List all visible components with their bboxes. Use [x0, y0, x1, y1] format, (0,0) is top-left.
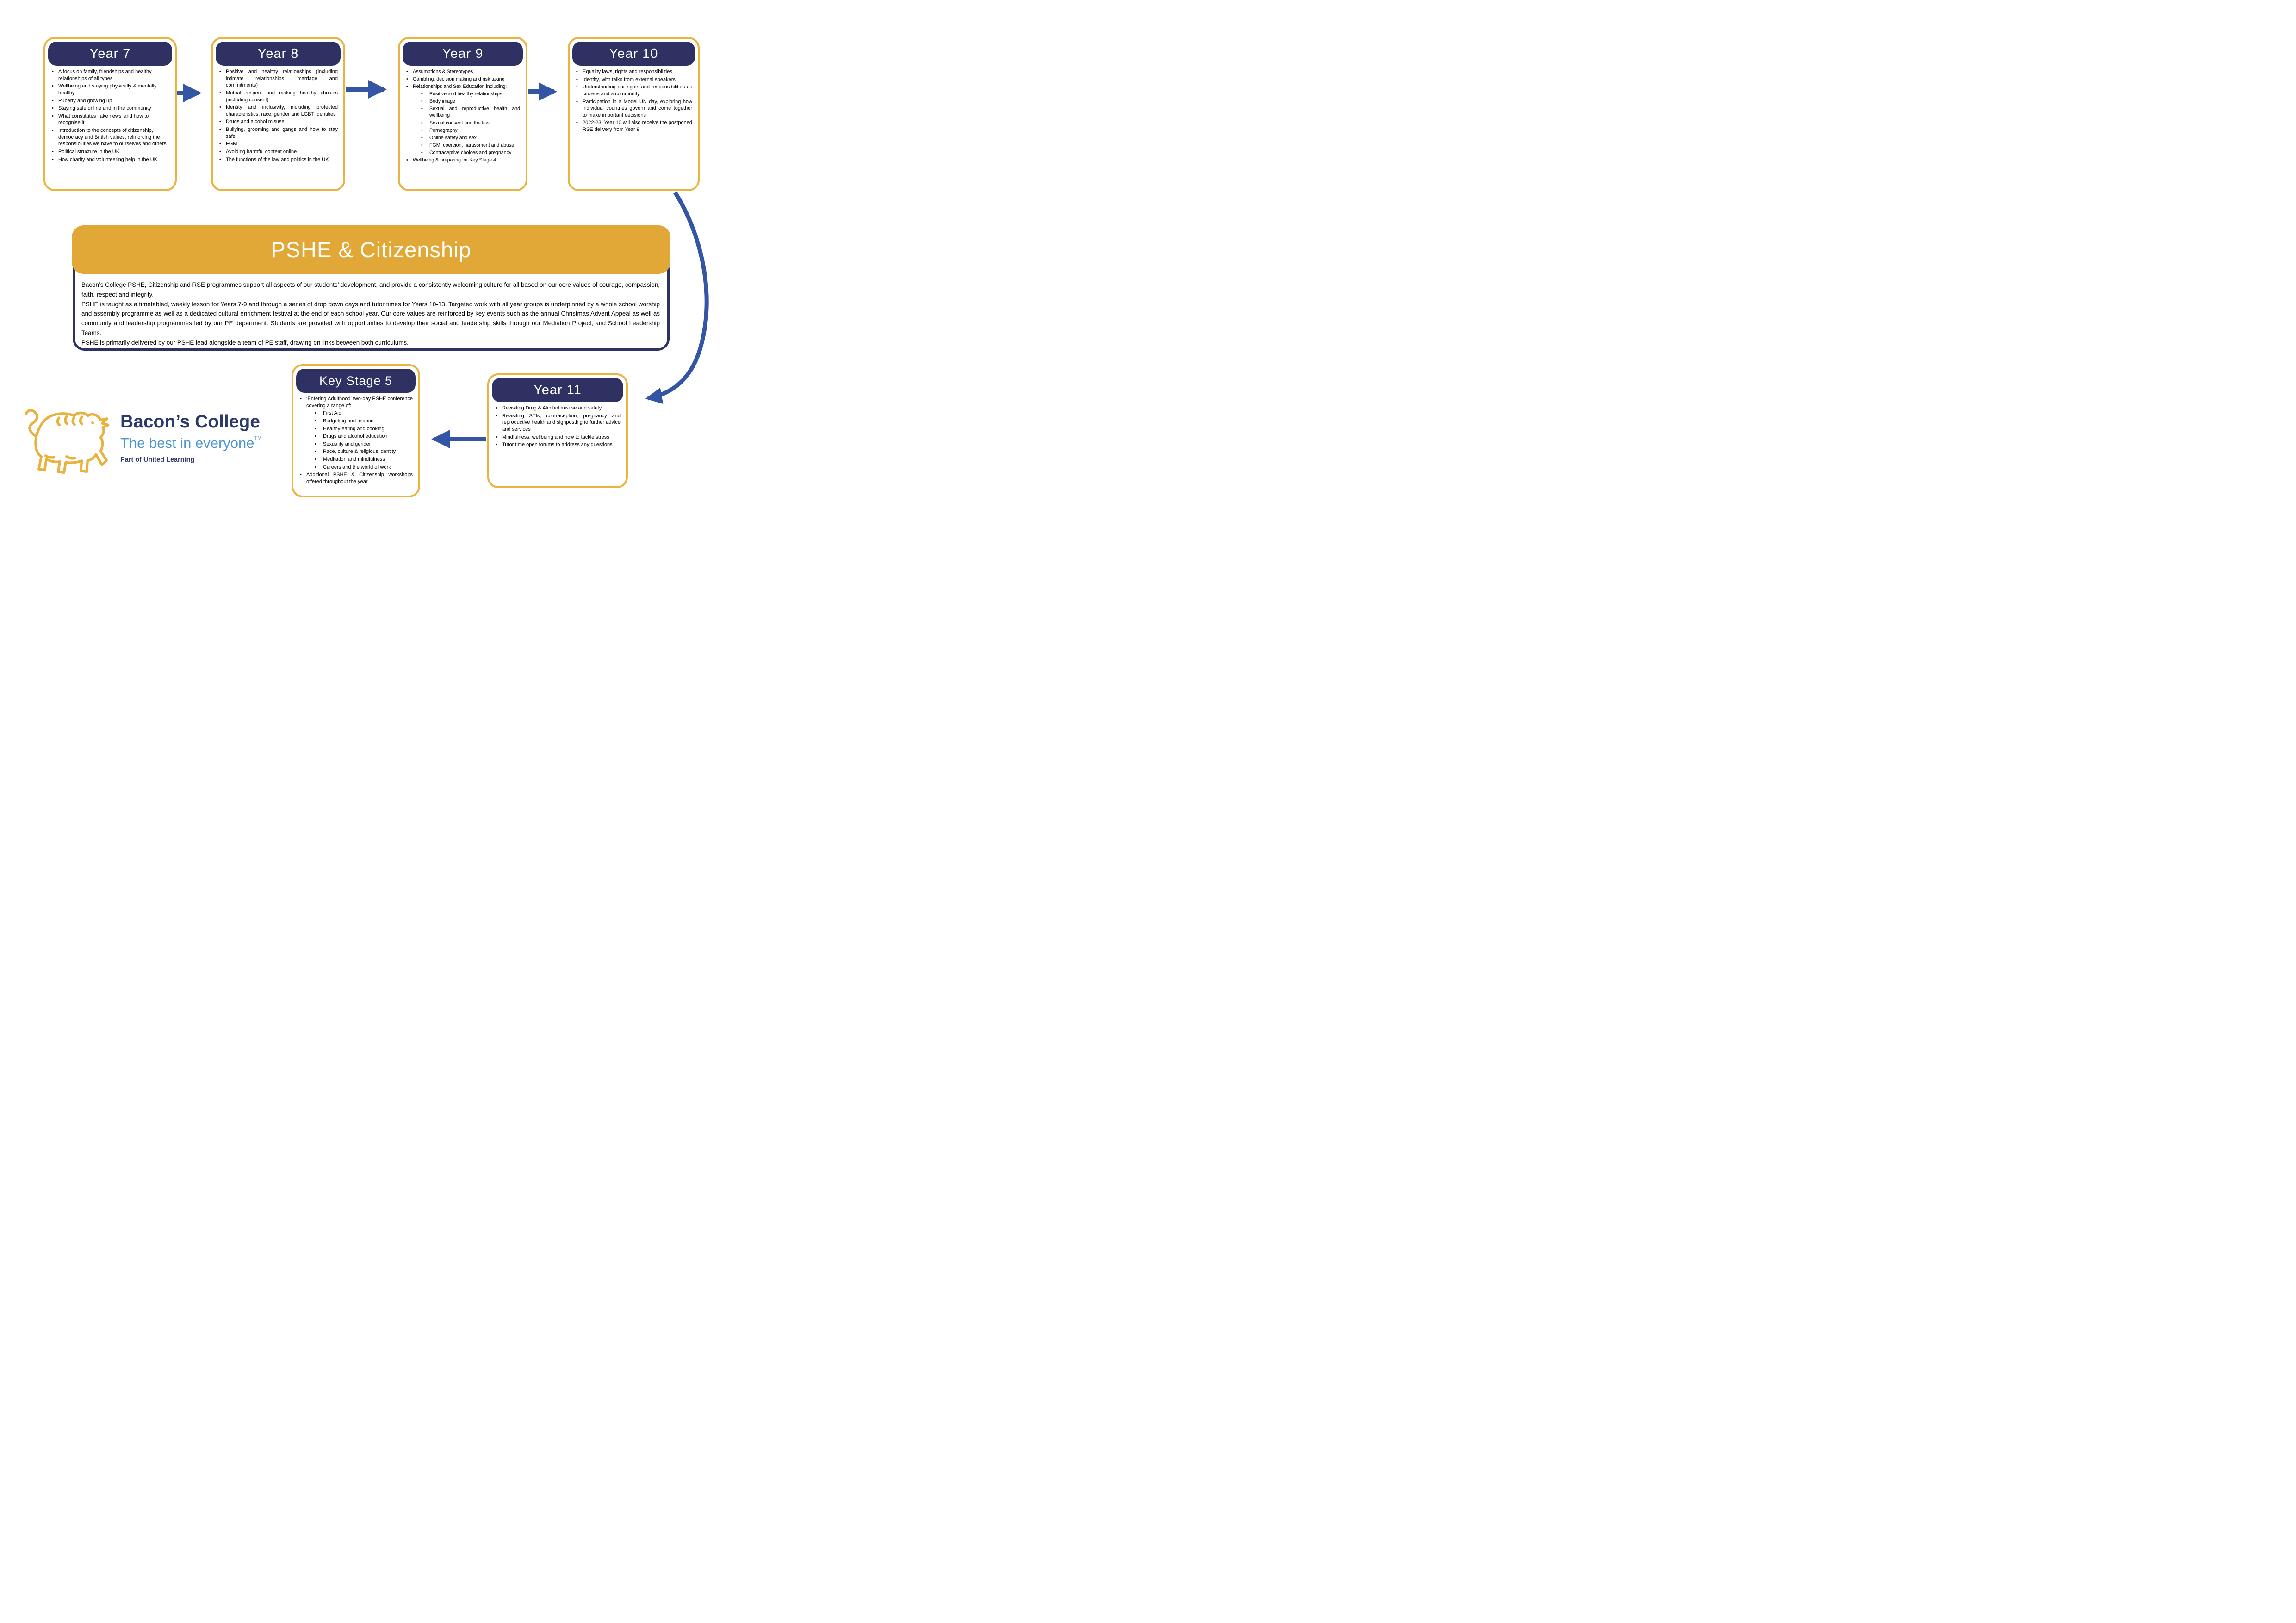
year11-header: Year 11	[492, 378, 623, 402]
bullet-item: Identity and inclusivity, including prot…	[217, 104, 338, 118]
pshe-curriculum-map: Year 7 A focus on family, friendships an…	[0, 0, 716, 506]
year8-topic-list: Positive and healthy relationships (incl…	[213, 68, 343, 163]
year8-title: Year 8	[257, 46, 299, 61]
logo-text-block: Bacon’s College The best in everyoneTM P…	[120, 412, 261, 464]
pshe-description-text: Bacon’s College PSHE, Citizenship and RS…	[75, 260, 667, 350]
bullet-item: Additional PSHE & Citizenship workshops …	[297, 471, 413, 485]
year11-box: Year 11 Revisiting Drug & Alcohol misuse…	[487, 373, 628, 488]
bullet-item: 2022-23: Year 10 will also receive the p…	[573, 119, 692, 133]
ks5-conference-sublist-wrap: First Aid Budgeting and finance Healthy …	[297, 410, 413, 471]
bullet-item: The functions of the law and politics in…	[217, 156, 338, 163]
bullet-subitem: FGM, coercion, harassment and abuse	[419, 142, 520, 149]
bullet-item: Staying safe online and in the community	[49, 105, 169, 112]
year10-header: Year 10	[572, 42, 695, 66]
bullet-item: Mutual respect and making healthy choice…	[217, 90, 338, 103]
bullet-subitem: Positive and healthy relationships	[419, 91, 520, 97]
key-stage5-title: Key Stage 5	[319, 373, 393, 388]
bullet-subitem: Online safety and sex	[419, 135, 520, 141]
bullet-item: Understanding our rights and responsibil…	[573, 84, 692, 97]
bullet-item: Relationships and Sex Education includin…	[403, 83, 520, 90]
bullet-item: How charity and volunteering help in the…	[49, 156, 169, 163]
bullet-item: What constitutes ‘fake news’ and how to …	[49, 113, 169, 126]
ks5-conference-sublist: First Aid Budgeting and finance Healthy …	[297, 410, 413, 471]
bullet-subitem: Race, culture & religious identity	[313, 448, 413, 455]
bacons-college-logo: Bacon’s College The best in everyoneTM P…	[19, 403, 288, 496]
year10-topic-list: Equality laws, rights and responsibiliti…	[570, 68, 698, 133]
bullet-subitem: Meditation and mindfulness	[313, 456, 413, 463]
year9-box: Year 9 Assumptions & Stereotypes Gamblin…	[398, 37, 527, 191]
bullet-item: Tutor time open forums to address any qu…	[493, 441, 621, 448]
bullet-item: Wellbeing and staying physically & menta…	[49, 83, 169, 96]
logo-tagline: The best in everyoneTM	[120, 435, 261, 452]
year9-topic-list: Assumptions & Stereotypes Gambling, deci…	[400, 68, 526, 163]
bullet-item: Drugs and alcohol misuse	[217, 118, 338, 125]
pshe-banner-title: PSHE & Citizenship	[271, 237, 472, 262]
logo-school-name: Bacon’s College	[120, 412, 260, 432]
bullet-subitem: Sexual and reproductive health and wellb…	[419, 105, 520, 118]
year7-box: Year 7 A focus on family, friendships an…	[43, 37, 177, 191]
trademark-symbol: TM	[254, 435, 262, 441]
description-paragraph: PSHE is primarily delivered by our PSHE …	[81, 339, 409, 346]
bullet-subitem: First Aid	[313, 410, 413, 417]
bullet-subitem: Sexual consent and the law	[419, 120, 520, 126]
bullet-item: Identity, with talks from external speak…	[573, 76, 692, 83]
bullet-item: FGM	[217, 141, 338, 148]
bullet-item: Revisiting STIs, contraception, pregnanc…	[493, 413, 621, 433]
year11-topic-list: Revisiting Drug & Alcohol misuse and saf…	[489, 405, 626, 448]
bullet-item: Wellbeing & preparing for Key Stage 4	[403, 157, 520, 163]
key-stage5-topic-list: ‘Entering Adulthood’ two-day PSHE confer…	[293, 396, 418, 485]
bullet-item: Positive and healthy relationships (incl…	[217, 68, 338, 89]
lion-logo-icon	[25, 409, 110, 474]
bullet-subitem: Pornography	[419, 127, 520, 134]
year7-title: Year 7	[89, 46, 131, 61]
year9-rse-sublist: Positive and healthy relationships Body …	[403, 91, 520, 156]
year9-title: Year 9	[442, 46, 484, 61]
bullet-item: Introduction to the concepts of citizens…	[49, 127, 169, 148]
bullet-item: Assumptions & Stereotypes	[403, 68, 520, 75]
bullet-item: Mindfulness, wellbeing and how to tackle…	[493, 434, 621, 441]
year9-rse-sublist-wrap: Positive and healthy relationships Body …	[403, 91, 520, 156]
year7-header: Year 7	[48, 42, 172, 66]
pshe-banner: PSHE & Citizenship	[72, 225, 670, 274]
bullet-item: Equality laws, rights and responsibiliti…	[573, 68, 692, 75]
description-paragraph: Bacon’s College PSHE, Citizenship and RS…	[81, 281, 660, 298]
year11-title: Year 11	[534, 382, 582, 397]
year9-header: Year 9	[403, 42, 523, 66]
key-stage5-header: Key Stage 5	[296, 369, 416, 393]
bullet-item: Political structure in the UK	[49, 149, 169, 155]
bullet-subitem: Careers and the world of work	[313, 464, 413, 471]
year10-title: Year 10	[609, 46, 658, 61]
key-stage5-box: Key Stage 5 ‘Entering Adulthood’ two-day…	[292, 364, 420, 497]
bullet-item: Avoiding harmful content online	[217, 149, 338, 155]
bullet-item: Participation in a Model UN day, explori…	[573, 99, 692, 119]
bullet-subitem: Budgeting and finance	[313, 418, 413, 425]
bullet-item: Gambling, decision making and risk takin…	[403, 76, 520, 82]
bullet-item: ‘Entering Adulthood’ two-day PSHE confer…	[297, 396, 413, 409]
bullet-item: Revisiting Drug & Alcohol misuse and saf…	[493, 405, 621, 412]
bullet-item: Bullying, grooming and gangs and how to …	[217, 126, 338, 140]
year7-topic-list: A focus on family, friendships and healt…	[45, 68, 175, 163]
bullet-item: A focus on family, friendships and healt…	[49, 68, 169, 82]
year8-box: Year 8 Positive and healthy relationship…	[211, 37, 345, 191]
bullet-subitem: Healthy eating and cooking	[313, 426, 413, 433]
logo-tagline-text: The best in everyone	[120, 435, 254, 451]
bullet-subitem: Sexuality and gender	[313, 441, 413, 448]
year10-box: Year 10 Equality laws, rights and respon…	[568, 37, 700, 191]
year8-header: Year 8	[216, 42, 341, 66]
bullet-subitem: Drugs and alcohol education	[313, 433, 413, 440]
bullet-subitem: Contraceptive choices and pregnancy	[419, 149, 520, 156]
bullet-item: Puberty and growing up	[49, 98, 169, 105]
bullet-subitem: Body image	[419, 98, 520, 105]
logo-subline: Part of United Learning	[120, 456, 195, 464]
description-paragraph: PSHE is taught as a timetabled, weekly l…	[81, 300, 660, 336]
